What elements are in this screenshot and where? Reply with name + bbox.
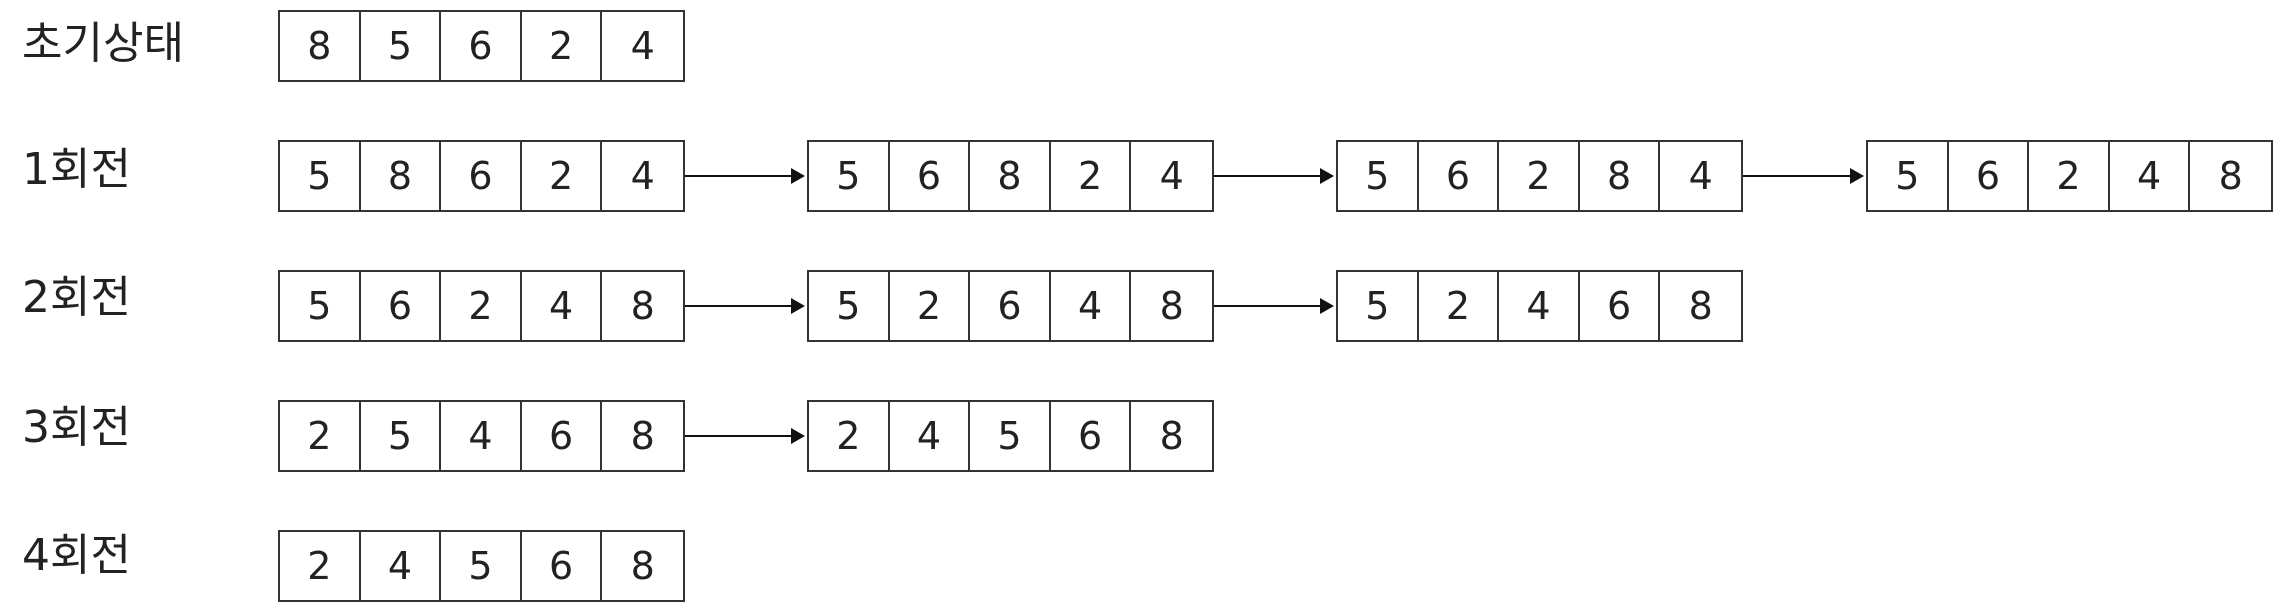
array-cell: 8 [970,142,1051,210]
transition-arrow [1214,168,1334,184]
array-cell: 4 [630,154,655,198]
row-label: 초기상태 [22,18,184,69]
array-cell: 8 [1159,414,1184,458]
array-cell: 5 [280,142,361,210]
array-cell: 2 [1051,142,1132,210]
array-cell: 4 [441,402,522,470]
array-cell: 2 [280,532,361,600]
array-cell: 8 [630,414,655,458]
row-label: 3회전 [22,402,131,453]
array-cell: 5 [1868,142,1949,210]
array-cell: 4 [1499,272,1580,340]
array-cell: 4 [630,24,655,68]
transition-arrow [685,168,805,184]
array-cell: 5 [1338,272,1419,340]
array-cell: 5 [809,142,890,210]
transition-arrow [685,298,805,314]
array-cell: 5 [970,402,1051,470]
array-cell: 2 [280,402,361,470]
row-label: 2회전 [22,272,131,323]
array-cell: 8 [630,284,655,328]
array-cell: 5 [361,12,442,80]
array-cell: 8 [630,544,655,588]
array-cell: 8 [1688,284,1713,328]
array-cell: 6 [1580,272,1661,340]
array-cell: 2 [522,12,603,80]
array-cell: 2 [2029,142,2110,210]
array-cell: 4 [1159,154,1184,198]
array-cell: 4 [890,402,971,470]
array-cell: 6 [970,272,1051,340]
row-label: 4회전 [22,530,131,581]
array-cell: 4 [361,532,442,600]
array-cell: 2 [441,272,522,340]
array-cell: 4 [522,272,603,340]
array-cell: 8 [361,142,442,210]
array-cell: 2 [1499,142,1580,210]
array-cell: 5 [1338,142,1419,210]
array-cell: 6 [1051,402,1132,470]
row-label: 1회전 [22,144,131,195]
array-cell: 5 [441,532,522,600]
array-cell: 8 [2218,154,2243,198]
array-cell: 8 [280,12,361,80]
array-cell: 2 [522,142,603,210]
array-cell: 8 [1580,142,1661,210]
array-cell: 6 [441,142,522,210]
array-cell: 6 [441,12,522,80]
array-cell: 5 [280,272,361,340]
array-cell: 5 [361,402,442,470]
array-cell: 6 [1949,142,2030,210]
array-cell: 6 [522,532,603,600]
array-cell: 4 [1051,272,1132,340]
array-cell: 4 [1688,154,1713,198]
transition-arrow [685,428,805,444]
array-cell: 6 [890,142,971,210]
transition-arrow [1743,168,1864,184]
array-cell: 4 [2110,142,2191,210]
array-cell: 8 [1159,284,1184,328]
array-cell: 2 [809,402,890,470]
array-cell: 6 [522,402,603,470]
array-cell: 2 [1419,272,1500,340]
array-cell: 6 [361,272,442,340]
array-cell: 2 [890,272,971,340]
array-cell: 5 [809,272,890,340]
transition-arrow [1214,298,1334,314]
array-cell: 6 [1419,142,1500,210]
